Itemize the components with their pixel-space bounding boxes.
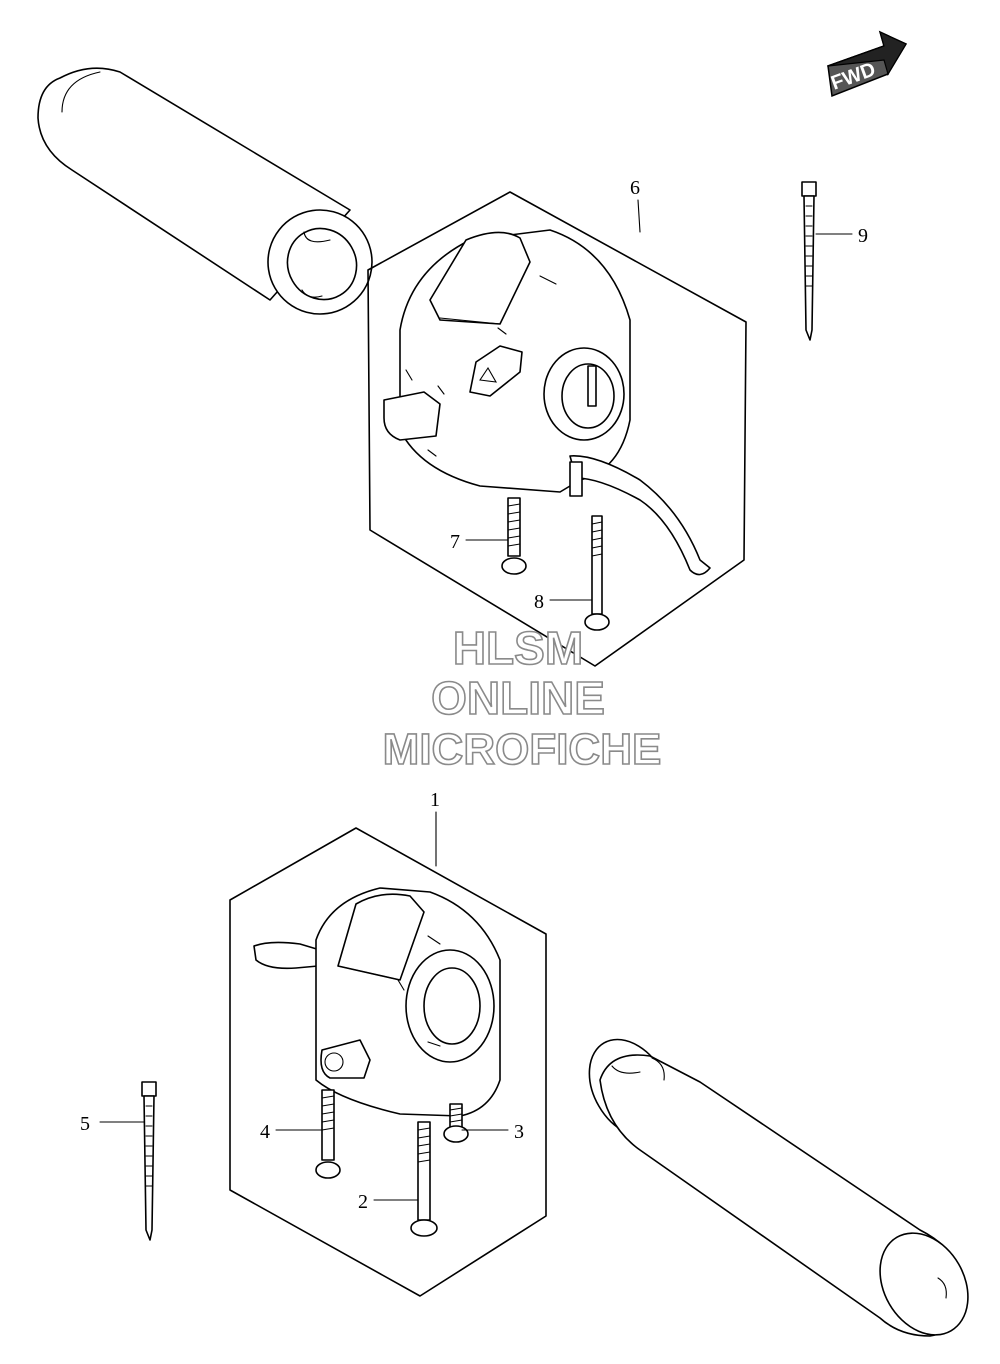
screw-4 [315, 1089, 341, 1179]
callout-5: 5 [80, 1113, 90, 1135]
screw-7 [501, 497, 527, 575]
leader-lines [99, 199, 853, 1201]
callout-2: 2 [358, 1191, 368, 1213]
screw-8 [584, 515, 610, 631]
left-handlebar-grip [37, 67, 373, 315]
watermark-line-1: HLSM [453, 622, 583, 674]
callout-8: 8 [534, 591, 544, 613]
right-handlebar-switch [383, 229, 711, 576]
callout-6: 6 [630, 177, 640, 199]
watermark: HLSM ONLINE MICROFICHE [382, 621, 662, 775]
callout-1: 1 [430, 789, 440, 811]
callout-7: 7 [450, 531, 460, 553]
cable-tie-5 [141, 1081, 157, 1241]
cable-tie-9 [801, 181, 817, 341]
callout-9: 9 [858, 225, 868, 247]
watermark-line-3: MICROFICHE [383, 725, 662, 774]
switch-assembly-1-outline [229, 827, 547, 1297]
callout-4: 4 [260, 1121, 270, 1143]
callout-3: 3 [514, 1121, 524, 1143]
left-handlebar-switch [253, 887, 501, 1117]
screw-2 [410, 1121, 438, 1237]
callout-numbers: 1 2 3 4 5 6 7 8 9 [80, 177, 868, 1213]
right-handlebar-grip [588, 1038, 969, 1337]
watermark-line-2: ONLINE [431, 672, 605, 724]
switch-assembly-6-outline [367, 191, 747, 667]
fwd-arrow-icon: FWD [827, 30, 908, 98]
